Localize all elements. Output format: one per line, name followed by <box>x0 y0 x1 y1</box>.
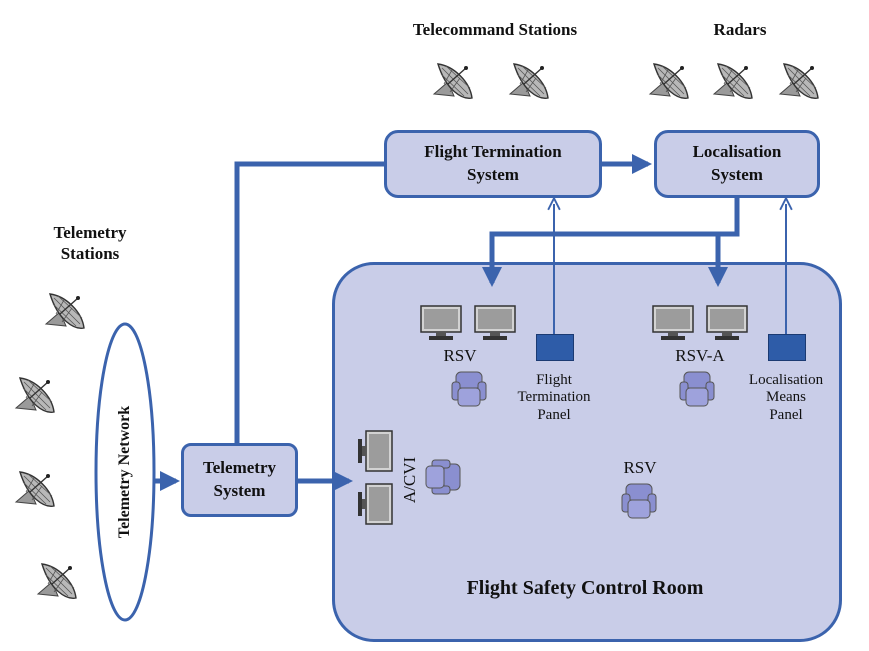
telemetry-dish-icon-3 <box>15 471 55 507</box>
rsv-a-chair-icon <box>679 371 715 407</box>
flight-panel-line-1: Flight <box>536 372 572 388</box>
telemetry-dish-icon-1 <box>45 293 85 329</box>
flight-safety-control-room <box>332 262 842 642</box>
rsv-a-label: RSV-A <box>675 346 725 365</box>
telemetry-dish-icon-2 <box>15 377 55 413</box>
rsv-label-2: RSV <box>623 458 657 477</box>
localisation-panel-line-2: Means <box>766 389 806 406</box>
flight-termination-line-1: Flight Termination <box>424 142 562 162</box>
flight-termination-panel-label: Flight Termination Panel <box>508 372 600 424</box>
telemetry-stations-label: Telemetry Stations <box>20 222 160 265</box>
rsv-monitor-icon-2 <box>474 305 516 341</box>
flight-panel-line-3: Panel <box>537 406 571 423</box>
telemetry-stations-line-1: Telemetry <box>53 223 127 242</box>
telemetry-to-flight-termination-line <box>234 161 384 443</box>
rsv-label-1: RSV <box>443 346 477 365</box>
localisation-panel-line-1: Localisation <box>748 372 824 388</box>
flight-termination-panel-icon <box>536 334 574 361</box>
radar-dish-icon-2 <box>713 63 753 99</box>
rsv-chair-icon-2 <box>621 483 657 519</box>
radars-label: Radars <box>713 20 767 39</box>
rsv-chair-icon-1 <box>451 371 487 407</box>
telemetry-stations-line-2: Stations <box>60 244 120 264</box>
rsv-a-monitor-icon-1 <box>652 305 694 341</box>
acvi-monitor-icon-1 <box>357 430 393 472</box>
flight-termination-system-box: Flight Termination System <box>384 130 602 198</box>
radar-dish-icon-3 <box>779 63 819 99</box>
telemetry-system-line-1: Telemetry <box>202 458 276 478</box>
telemetry-system-box: Telemetry System <box>181 443 298 517</box>
rsv-a-monitor-icon-2 <box>706 305 748 341</box>
acvi-label: A/CVI <box>400 456 419 504</box>
localisation-means-panel-icon <box>768 334 806 361</box>
radar-dish-icon-1 <box>649 63 689 99</box>
localisation-means-panel-label: Localisation Means Panel <box>734 372 838 424</box>
localisation-system-box: Localisation System <box>654 130 820 198</box>
localisation-to-rsv-arrow <box>482 198 740 287</box>
localisation-panel-line-3: Panel <box>769 406 803 423</box>
flight-termination-line-2: System <box>467 165 519 184</box>
localisation-line-2: System <box>711 165 763 184</box>
control-room-title: Flight Safety Control Room <box>466 577 704 599</box>
telecommand-stations-label: Telecommand Stations <box>412 20 578 39</box>
telemetry-network-ellipse <box>94 322 156 622</box>
telecommand-dish-icon-1 <box>433 63 473 99</box>
localisation-line-1: Localisation <box>692 142 782 162</box>
acvi-monitor-icon-2 <box>357 483 393 525</box>
acvi-chair-icon <box>425 459 461 495</box>
telemetry-dish-icon-4 <box>37 563 77 599</box>
telemetry-system-line-2: System <box>213 481 266 500</box>
telemetry-network-label: Telemetry Network <box>116 405 133 539</box>
flight-panel-line-2: Termination <box>517 389 591 406</box>
rsv-monitor-icon-1 <box>420 305 462 341</box>
telecommand-dish-icon-2 <box>509 63 549 99</box>
